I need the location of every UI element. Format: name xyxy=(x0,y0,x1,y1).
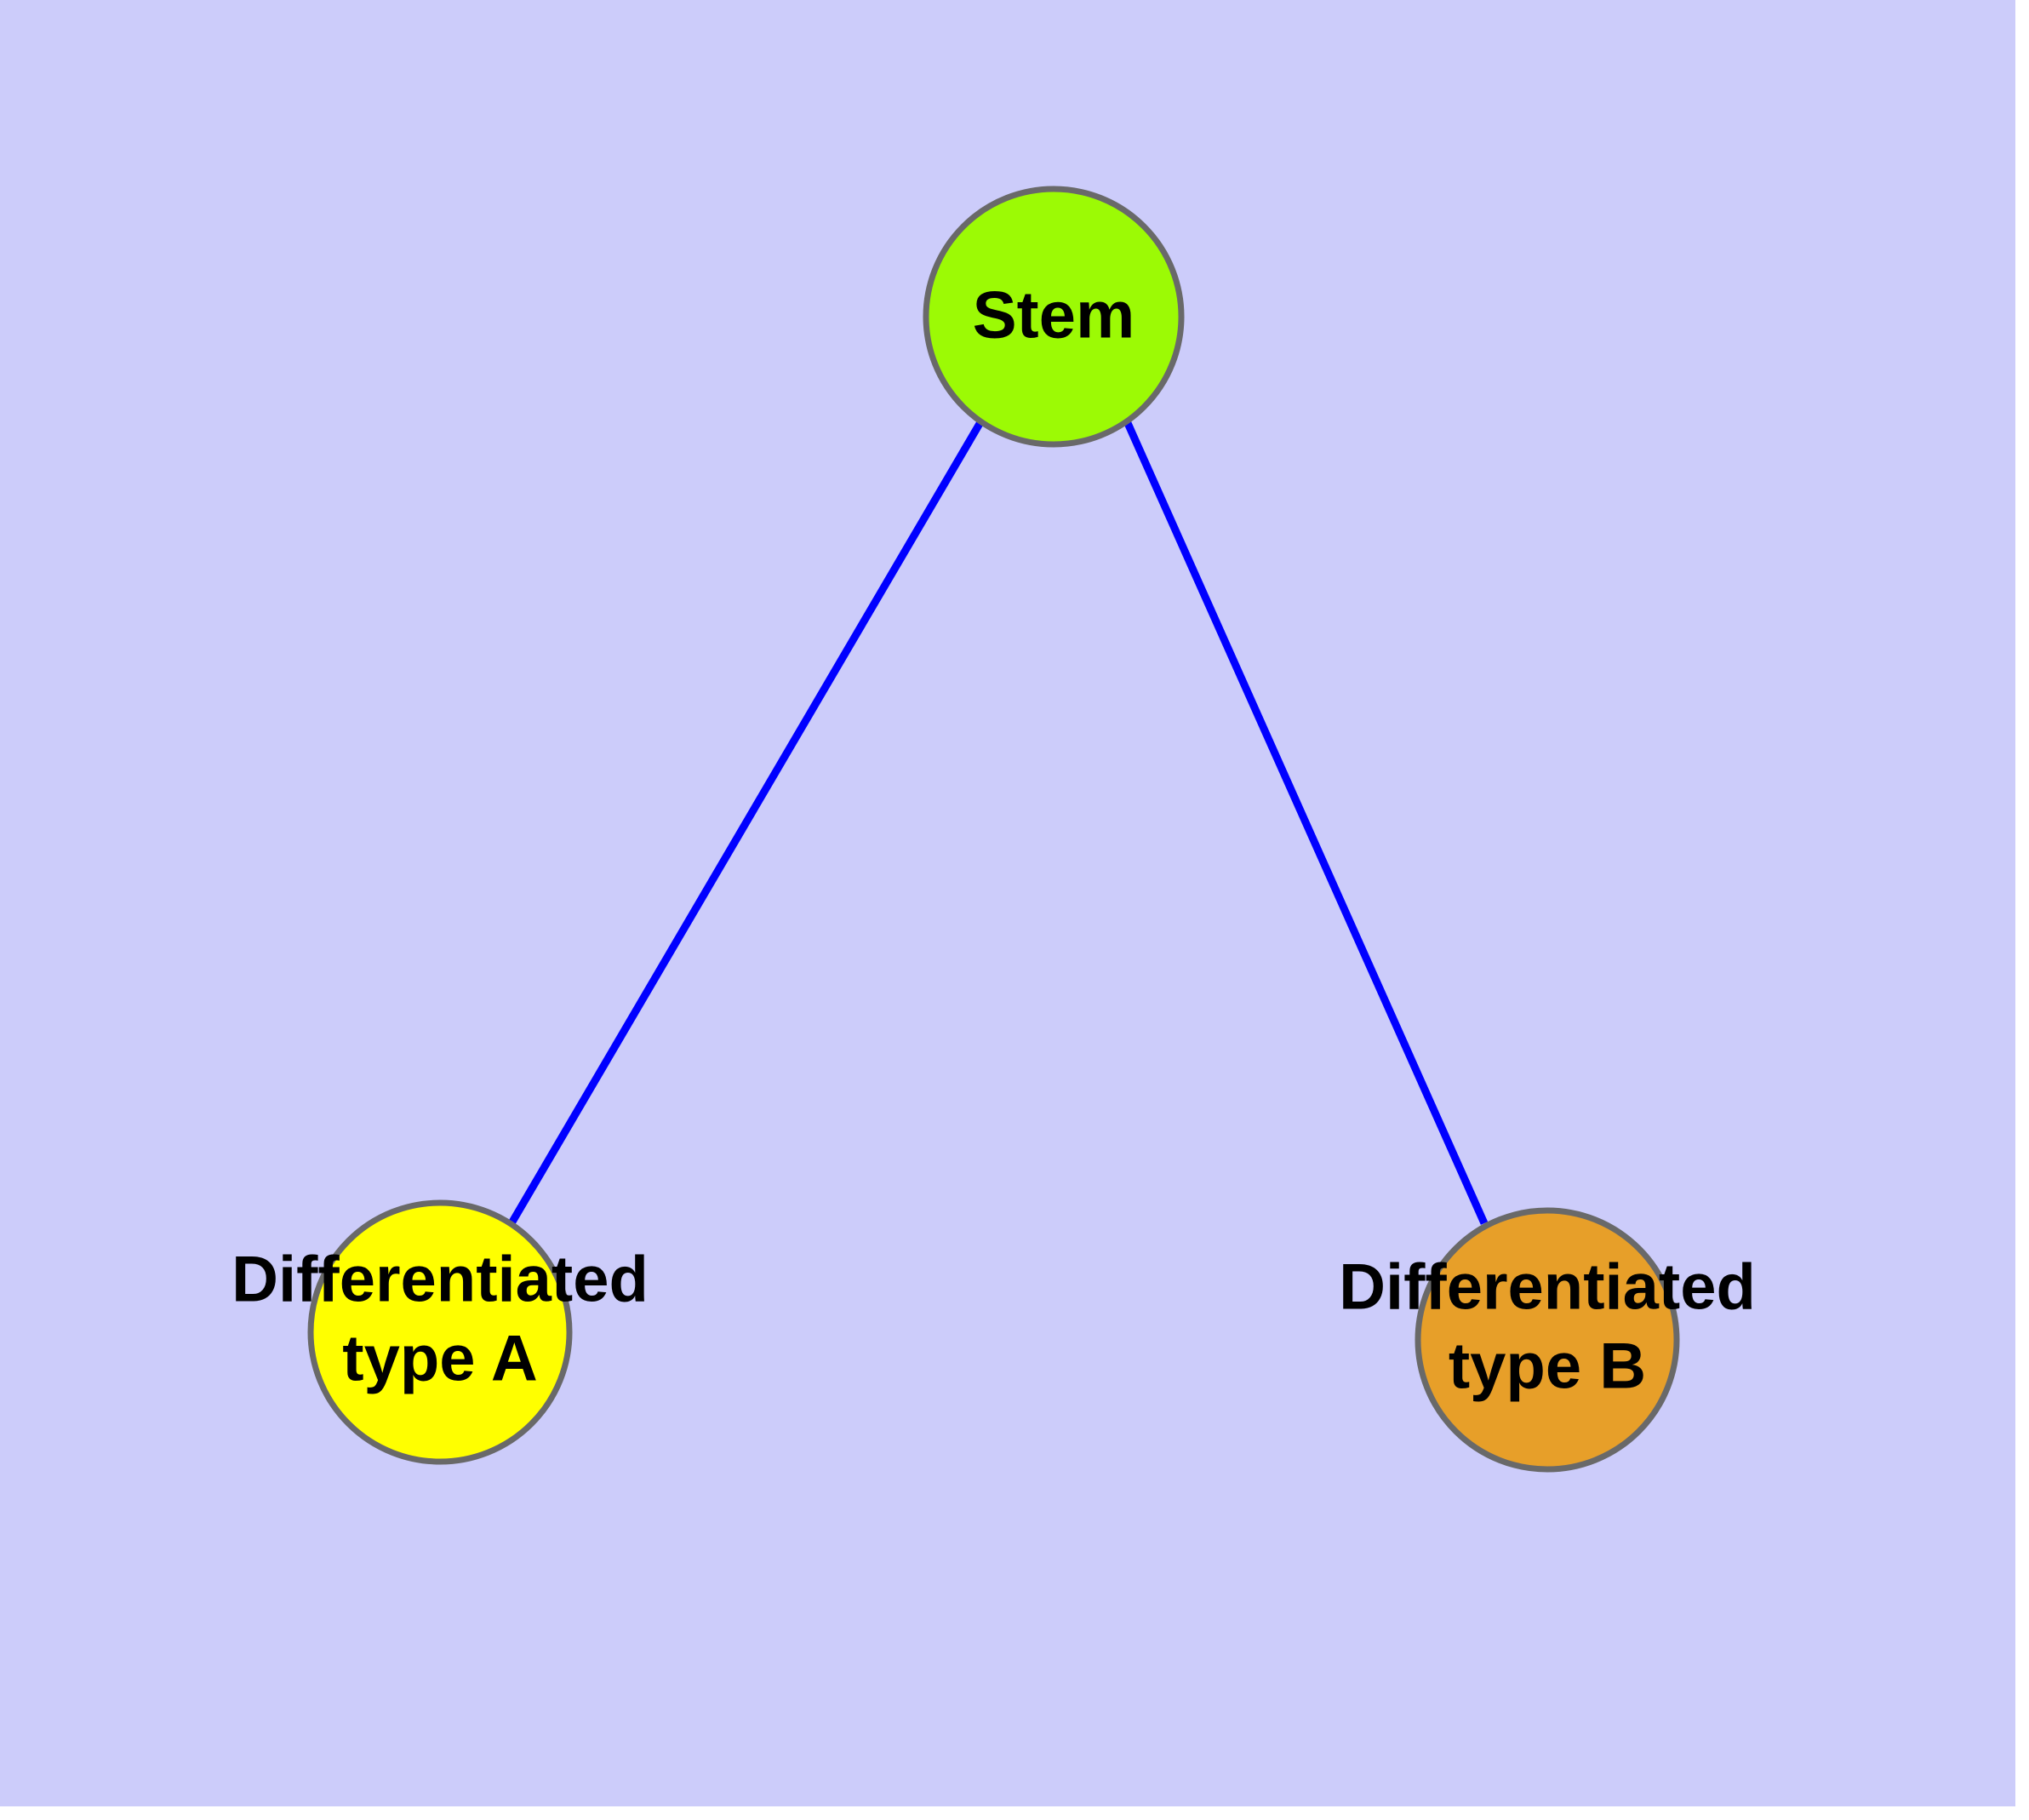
node-diff-b-circle[interactable] xyxy=(1415,1207,1680,1473)
node-diff-a-circle[interactable] xyxy=(307,1199,573,1465)
node-stem[interactable]: Stem xyxy=(923,186,1185,448)
edge-stem-to-diff-a[interactable] xyxy=(508,420,984,1226)
edges-group xyxy=(508,420,1489,1226)
node-diff-a-label-line2: type A xyxy=(342,1323,537,1395)
node-diff-a[interactable]: Differentiated type A xyxy=(231,1199,649,1465)
node-diff-a-label-line1: Differentiated xyxy=(231,1244,649,1316)
node-stem-circle[interactable] xyxy=(923,186,1185,448)
node-stem-label: Stem xyxy=(973,278,1135,352)
edge-stem-to-diff-b[interactable] xyxy=(1123,421,1489,1225)
node-diff-b-label-line2: type B xyxy=(1449,1331,1646,1403)
node-diff-b-label-line1: Differentiated xyxy=(1339,1251,1756,1324)
node-diff-b[interactable]: Differentiated type B xyxy=(1339,1207,1756,1473)
nodes-group: Stem Differentiated type A Differentiate… xyxy=(231,186,1756,1473)
